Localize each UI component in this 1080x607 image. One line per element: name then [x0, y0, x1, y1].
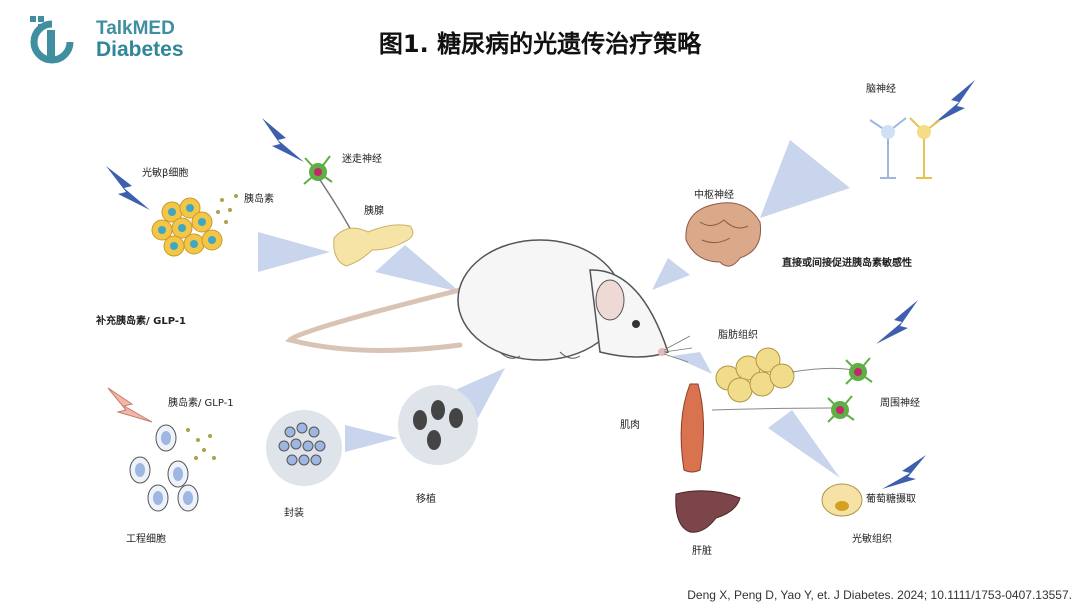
label-supplement: 补充胰岛素/ GLP-1 — [96, 316, 186, 327]
label-photo-tissue: 光敏组织 — [852, 534, 892, 545]
arrow-brainnerve-to-cns — [760, 140, 850, 218]
arrow-transplant-to-mouse — [455, 368, 505, 418]
label-liver: 肝脏 — [692, 546, 712, 557]
transplant-sphere — [398, 385, 478, 465]
arrow-pancreas-to-mouse — [375, 245, 460, 292]
talkmed-logo: TalkMED Diabetes — [28, 12, 188, 68]
engineered-cells — [129, 424, 216, 512]
label-pancreas: 胰腺 — [364, 206, 384, 217]
muscle-shape — [680, 383, 705, 473]
label-insulin-glp1: 胰岛素/ GLP-1 — [168, 398, 234, 409]
label-encapsulation: 封装 — [284, 508, 304, 519]
arrow-adipose-to-mouse — [672, 352, 712, 374]
lightning-icon — [876, 300, 918, 344]
logo-text-diabetes: Diabetes — [96, 38, 184, 61]
label-engineered-cells: 工程细胞 — [126, 534, 166, 545]
brain-shape — [685, 202, 762, 267]
figure-title: 图1. 糖尿病的光遗传治疗策略 — [378, 30, 702, 58]
lightning-icon — [106, 166, 150, 210]
adipose-tissue — [711, 347, 853, 411]
arrow-encap-to-transplant — [345, 425, 398, 452]
label-glucose-uptake: 葡萄糖摄取 — [866, 494, 916, 505]
liver-shape — [675, 490, 741, 533]
arrow-cns-to-mouse — [652, 258, 690, 290]
encapsulation-capsule — [266, 410, 342, 486]
lightning-icon — [262, 118, 304, 162]
lightning-icon-light — [107, 387, 153, 423]
logo-text-talkmed: TalkMED — [96, 18, 175, 39]
label-vagus-nerve: 迷走神经 — [342, 154, 382, 165]
pancreas-shape — [333, 224, 414, 267]
label-peripheral-nerve: 周围神经 — [880, 398, 920, 409]
beta-cell-cluster — [151, 194, 238, 257]
photo-tissue-cell — [821, 483, 863, 517]
label-insulin-top: 胰岛素 — [244, 194, 274, 205]
label-photo-beta-cells: 光敏β细胞 — [142, 168, 189, 179]
brain-nerve-neurons — [869, 117, 941, 179]
vagus-neuron — [303, 155, 353, 233]
label-transplant: 移植 — [416, 494, 436, 505]
label-insulin-sensitivity: 直接或间接促进胰岛素敏感性 — [782, 258, 912, 269]
peripheral-neurons — [827, 357, 873, 423]
talkmed-logo-icon — [30, 16, 74, 64]
citation: Deng X, Peng D, Yao Y, et. J Diabetes. 2… — [687, 588, 1072, 602]
label-brain-nerve: 脑神经 — [866, 84, 896, 95]
label-muscle: 肌肉 — [620, 420, 640, 431]
lightning-icon — [882, 455, 926, 489]
mouse-illustration — [285, 239, 693, 363]
label-adipose: 脂肪组织 — [718, 330, 758, 341]
arrow-glucose — [768, 410, 840, 478]
lightning-icon — [933, 80, 975, 124]
label-central-nerve: 中枢神经 — [694, 190, 734, 201]
arrow-beta-to-pancreas — [258, 232, 330, 272]
